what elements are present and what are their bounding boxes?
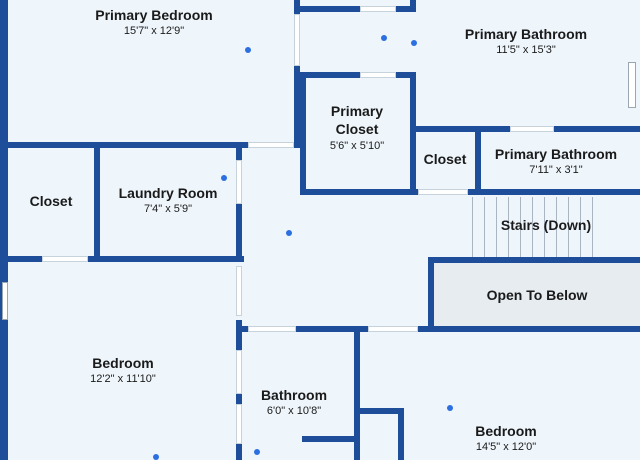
door-gap — [368, 326, 418, 332]
door-gap — [248, 326, 296, 332]
door-gap — [248, 142, 294, 148]
room-primary-closet: Primary Closet 5'6" x 5'10" — [312, 102, 402, 152]
room-name: Bathroom — [260, 387, 328, 403]
wall-h — [302, 436, 360, 442]
wall-v — [94, 148, 100, 258]
room-name: Closet — [423, 151, 467, 167]
room-bedroom-left: Bedroom 12'2" x 11'10" — [8, 355, 238, 385]
wall-v — [300, 72, 306, 195]
door-gap — [360, 6, 396, 12]
room-dimensions: 14'5" x 12'0" — [475, 441, 537, 453]
wall-h — [428, 257, 640, 263]
room-dimensions: 11'5" x 15'3" — [496, 44, 556, 56]
door-gap — [236, 266, 242, 316]
location-marker — [411, 40, 417, 46]
room-primary-bedroom: Primary Bedroom 15'7" x 12'9" — [54, 7, 254, 37]
door-gap — [236, 404, 242, 444]
room-bathroom: Bathroom 6'0" x 10'8" — [242, 387, 346, 417]
location-marker — [447, 405, 453, 411]
location-marker — [245, 47, 251, 53]
location-marker — [254, 449, 260, 455]
room-dimensions: 7'11" x 3'1" — [529, 164, 583, 176]
room-primary-bathroom: Primary Bathroom 11'5" x 15'3" — [426, 26, 626, 56]
wall-outer-left — [0, 0, 8, 460]
room-name: Primary Bathroom — [464, 26, 588, 42]
room-name: Open To Below — [486, 287, 588, 303]
location-marker — [381, 35, 387, 41]
room-name: Laundry Room — [118, 185, 218, 201]
wall-h — [300, 189, 472, 195]
location-marker — [153, 454, 159, 460]
wall-h — [472, 189, 640, 195]
window — [2, 282, 8, 320]
room-dimensions: 5'6" x 5'10" — [329, 140, 385, 152]
room-open-to-below: Open To Below — [434, 287, 640, 303]
wall-v — [428, 257, 434, 332]
wall-h — [0, 142, 300, 148]
wall-h — [300, 72, 416, 78]
door-gap — [294, 14, 300, 66]
location-marker — [221, 175, 227, 181]
room-name: Primary Bathroom — [494, 146, 618, 162]
room-closet-left: Closet — [8, 193, 94, 209]
room-closet-small: Closet — [416, 151, 474, 167]
wall-h — [238, 326, 640, 332]
door-gap — [236, 160, 242, 204]
room-name: Bedroom — [475, 423, 537, 439]
wall-v — [475, 126, 481, 195]
room-name: Closet — [29, 193, 73, 209]
location-marker — [286, 230, 292, 236]
room-primary-bathroom-small: Primary Bathroom 7'11" x 3'1" — [481, 146, 631, 176]
door-gap — [510, 126, 554, 132]
room-laundry-room: Laundry Room 7'4" x 5'9" — [100, 185, 236, 215]
wall-h — [300, 6, 416, 12]
door-gap — [418, 189, 468, 195]
wall-v — [410, 0, 416, 12]
room-name: Primary Closet — [330, 103, 384, 137]
wall-v — [398, 408, 404, 460]
wall-v — [354, 326, 360, 460]
stairs-treads — [472, 197, 596, 257]
room-dimensions: 7'4" x 5'9" — [143, 203, 193, 215]
room-name: Bedroom — [92, 355, 154, 371]
wall-v — [236, 148, 242, 262]
wall-v — [410, 72, 416, 195]
room-bedroom-right: Bedroom 14'5" x 12'0" — [420, 423, 592, 453]
room-name: Stairs (Down) — [500, 217, 592, 233]
room-dimensions: 12'2" x 11'10" — [90, 373, 156, 385]
room-stairs: Stairs (Down) — [481, 217, 611, 233]
door-gap — [360, 72, 396, 78]
room-dimensions: 6'0" x 10'8" — [266, 405, 322, 417]
open-to-below-area — [431, 262, 640, 326]
room-dimensions: 15'7" x 12'9" — [123, 25, 185, 37]
wall-h — [360, 408, 404, 414]
wall-v — [294, 0, 300, 148]
door-gap — [42, 256, 88, 262]
wall-h — [0, 256, 244, 262]
door-gap — [236, 350, 242, 394]
room-name: Primary Bedroom — [95, 7, 213, 23]
window — [628, 62, 636, 108]
